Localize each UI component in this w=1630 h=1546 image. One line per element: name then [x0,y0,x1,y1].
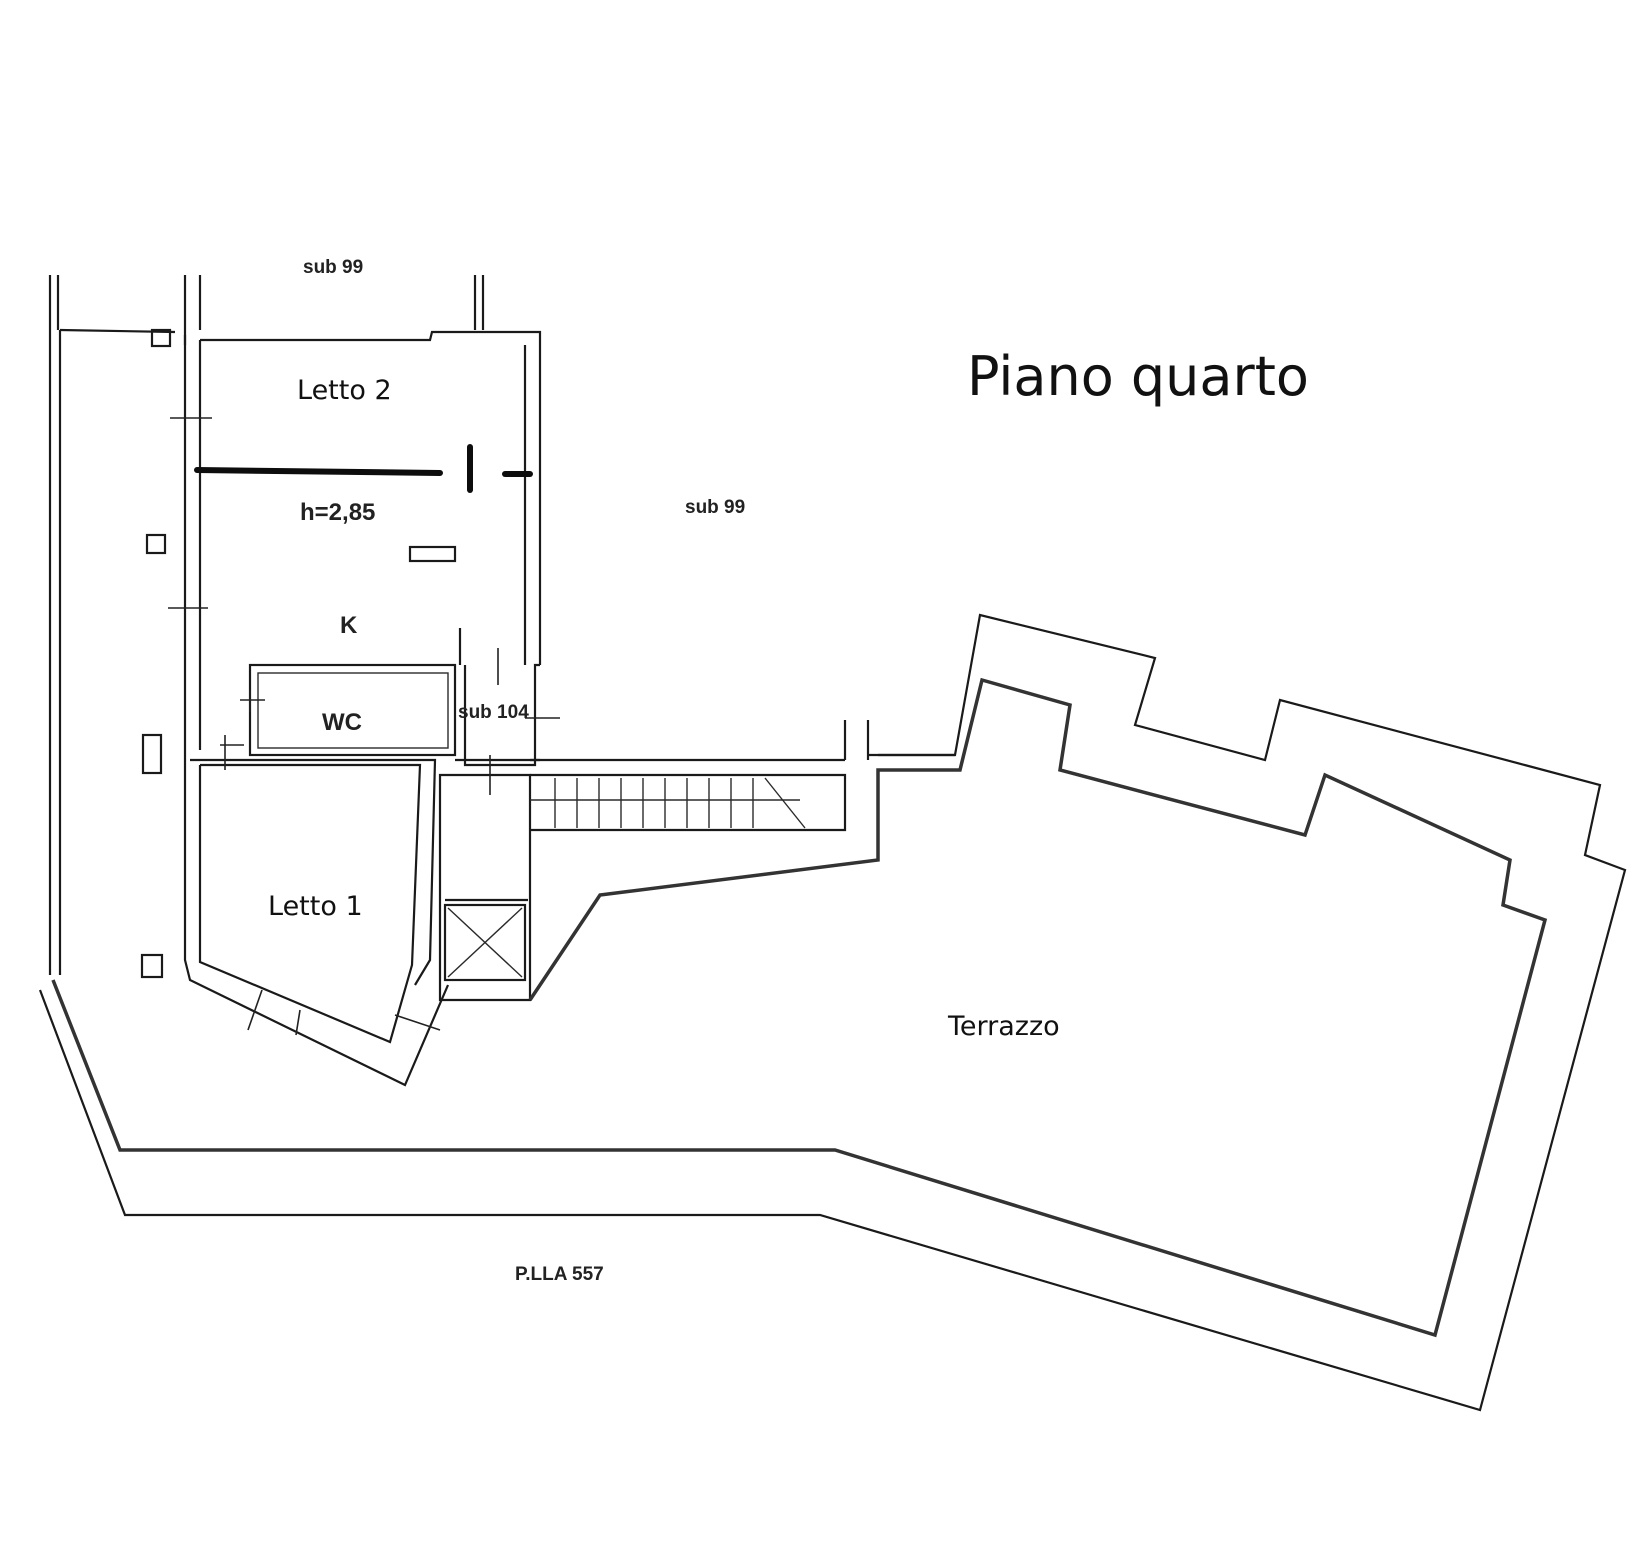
room-label-wc: WC [322,709,362,736]
left-strip-walls [48,275,176,979]
page-title: Piano quarto [967,345,1309,408]
terrace-outline [38,613,1627,1412]
height-label: h=2,85 [300,499,375,526]
stair-treads [530,777,806,829]
room-label-sub104: sub 104 [458,702,529,723]
room-label-letto1: Letto 1 [268,891,363,922]
cadastral-label-parcel: P.LLA 557 [515,1264,604,1285]
cadastral-label-sub99-top: sub 99 [303,257,363,278]
room-label-terrazzo: Terrazzo [947,1011,1060,1042]
window-ticks [168,417,560,1036]
room-label-kitchen: K [340,612,358,639]
cadastral-label-sub99-right: sub 99 [685,497,745,518]
room-label-letto2: Letto 2 [297,375,392,406]
apartment-walls [183,275,542,1087]
stairwell [438,720,870,1002]
